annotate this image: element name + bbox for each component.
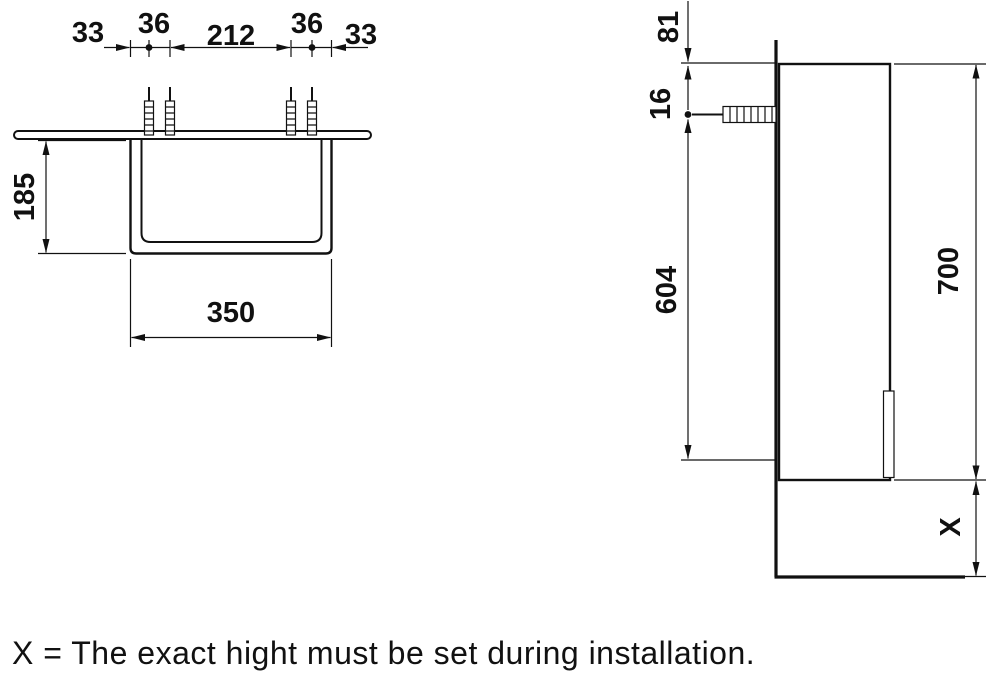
plug-body: [143, 100, 155, 136]
door-edge-profile: [882, 390, 895, 479]
dim-label-81: 81: [653, 11, 685, 43]
plug-ribs: [165, 106, 175, 132]
wall-plug-icon: [285, 87, 297, 136]
plug-ribs: [144, 106, 154, 132]
plug-ribs: [729, 106, 773, 123]
anchor-point-marker: [308, 44, 316, 51]
dim-label-350: 350: [207, 297, 255, 329]
front-view: 33 36 212 36 33 185 350: [9, 8, 377, 347]
cabinet-side-outline: [777, 62, 892, 482]
plug-body: [164, 100, 176, 136]
countertop-profile: [13, 130, 372, 140]
plug-body: [306, 100, 318, 136]
cabinet-outline: [129, 139, 333, 255]
anchor-point-marker: [145, 44, 153, 51]
dim-label-700: 700: [933, 247, 965, 295]
dim-anchor-to-bottom: 604: [651, 119, 777, 461]
dim-label-16: 16: [645, 88, 677, 120]
dim-width: 350: [129, 259, 333, 347]
wall-plug-icon: [164, 87, 176, 136]
dim-label-33-left: 33: [72, 17, 104, 49]
dim-depth: 185: [9, 139, 126, 255]
installation-note: X = The exact hight must be set during i…: [12, 635, 755, 671]
dim-label-36-right: 36: [291, 8, 323, 40]
dim-anchor-offset: 16: [645, 65, 692, 120]
dim-chain-anchor-spacing: 33 36 212 36 33: [72, 8, 377, 57]
plug-ribs: [286, 106, 296, 132]
dim-height: 700: [894, 63, 986, 481]
plug-body: [285, 100, 297, 136]
plug-body: [722, 105, 777, 124]
wall-plug-side-icon: [692, 105, 777, 124]
side-view: 81 16 604 700 X: [645, 1, 986, 579]
dim-label-185: 185: [9, 173, 41, 221]
wall-plug-icon: [306, 87, 318, 136]
dim-label-212: 212: [207, 20, 255, 52]
dim-label-604: 604: [651, 266, 683, 314]
dim-label-36-left: 36: [138, 8, 170, 40]
dim-floor-clearance: X: [935, 481, 986, 578]
dim-top-clearance: 81: [653, 1, 777, 64]
dim-label-x: X: [935, 517, 967, 537]
wall-plug-icon: [143, 87, 155, 136]
plug-ribs: [307, 106, 317, 132]
cabinet-inner-outline: [140, 139, 323, 243]
dim-label-33-right: 33: [345, 19, 377, 51]
anchor-point-marker: [684, 111, 692, 118]
